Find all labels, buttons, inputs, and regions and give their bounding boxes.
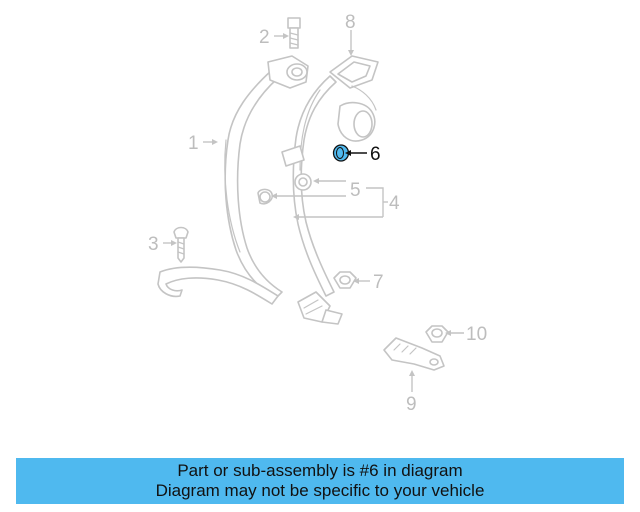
banner-line-disclaimer: Diagram may not be specific to your vehi…	[155, 481, 485, 500]
retractor-assembly-part-8	[281, 55, 379, 325]
callout-labels: 1 2 3 4 5 6 7 8 9 10	[148, 12, 487, 415]
leader-lines	[163, 30, 464, 392]
callout-1: 1	[188, 133, 199, 154]
screw-part-3	[173, 226, 189, 263]
callout-9: 9	[406, 394, 417, 415]
callout-5: 5	[350, 180, 361, 201]
nut-part-10	[425, 325, 449, 343]
grommet-part-5	[257, 173, 312, 205]
seat-belt-webbing-part-1	[157, 69, 283, 305]
callout-6[interactable]: 6	[370, 144, 381, 165]
callout-10: 10	[466, 324, 487, 345]
bolt-part-2	[287, 17, 301, 49]
nut-part-7	[333, 271, 357, 289]
callout-4: 4	[389, 193, 400, 214]
banner-line-part-number: Part or sub-assembly is #6 in diagram	[177, 461, 463, 480]
info-banner: Part or sub-assembly is #6 in diagram Di…	[16, 458, 624, 504]
callout-7: 7	[373, 272, 384, 293]
callout-3: 3	[148, 234, 159, 255]
parts-diagram: 1 2 3 4 5 6 7 8 9 10	[148, 12, 487, 415]
callout-8: 8	[345, 12, 356, 33]
belt-guide-upper	[267, 55, 309, 89]
anchor-bracket-part-9	[383, 337, 445, 371]
callout-2: 2	[259, 27, 270, 48]
